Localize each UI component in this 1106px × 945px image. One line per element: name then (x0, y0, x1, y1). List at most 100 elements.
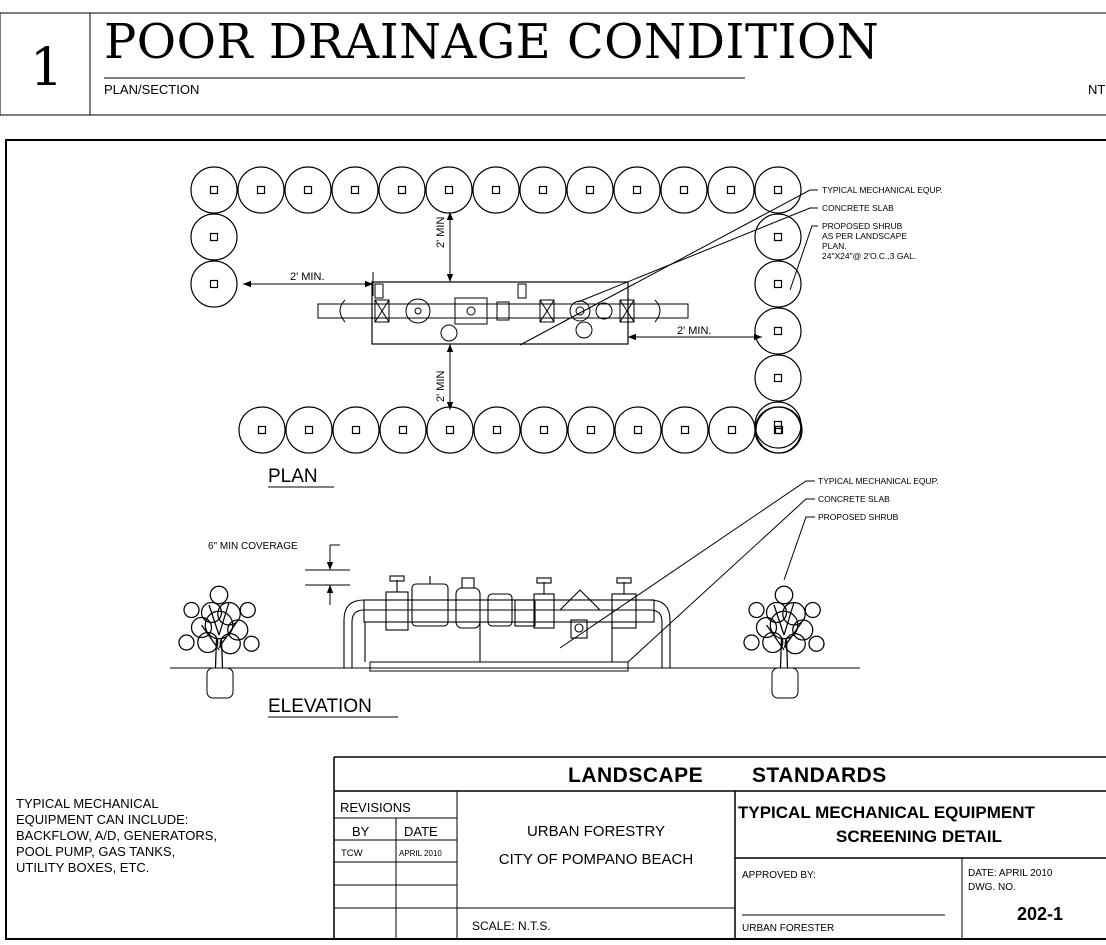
plan-shrub (567, 406, 615, 454)
plan-shrub-center (257, 425, 267, 435)
approved-by-label: APPROVED BY: (742, 870, 816, 881)
elevation-callout-shrub: PROPOSED SHRUB (818, 512, 899, 522)
plan-shrub (472, 166, 520, 214)
notes-line-5: UTILITY BOXES, ETC. (16, 860, 149, 875)
plan-shrub-center (585, 185, 595, 195)
plan-shrub-center (351, 425, 361, 435)
elevation-ground (170, 661, 860, 672)
plan-shrub (425, 166, 473, 214)
scale-value: SCALE: N.T.S. (472, 919, 551, 933)
plan-shrub-center (491, 185, 501, 195)
plan-shrub (754, 166, 802, 214)
title-block (333, 756, 1106, 939)
plan-shrub (190, 260, 238, 308)
detail-subtitle: PLAN/SECTION (104, 82, 200, 97)
plan-shrub (238, 406, 286, 454)
plan-shrub (237, 166, 285, 214)
plan-shrub-center (492, 425, 502, 435)
notes-line-2: EQUIPMENT CAN INCLUDE: (16, 812, 188, 827)
plan-shrub-center (538, 185, 548, 195)
plan-shrub-center (773, 326, 783, 336)
plan-shrub-center (444, 185, 454, 195)
plan-shrub-center (445, 425, 455, 435)
revision-date-value: APRIL 2010 (399, 849, 442, 858)
title-heading-right: STANDARDS (752, 764, 887, 787)
plan-shrub (708, 406, 756, 454)
detail-header: 1 POOR DRAINAGE CONDITION PLAN/SECTION N… (0, 0, 1106, 115)
plan-shrub-center (586, 425, 596, 435)
plan-shrub-center (679, 185, 689, 195)
plan-shrub (754, 213, 802, 261)
revisions-date-header: DATE (404, 824, 438, 839)
plan-shrub-center (727, 425, 737, 435)
notes-line-4: POOL PUMP, GAS TANKS, (16, 844, 175, 859)
plan-shrub-center (209, 232, 219, 242)
plan-shrub (754, 307, 802, 355)
elevation-coverage-note: 6" MIN COVERAGE (208, 541, 298, 552)
plan-shrub (614, 406, 662, 454)
plan-shrub-center (680, 425, 690, 435)
elevation-shrub-right (743, 585, 825, 699)
plan-shrub (331, 166, 379, 214)
drawing-title-line-2: SCREENING DETAIL (836, 827, 1002, 846)
plan-shrub-ring (190, 166, 803, 454)
plan-callout-shrub-3: PLAN. (822, 241, 847, 251)
drawing-date: DATE: APRIL 2010 (968, 868, 1053, 879)
plan-callout-shrub-2: AS PER LANDSCAPE (822, 231, 907, 241)
plan-shrub-center (539, 425, 549, 435)
plan-shrub (661, 406, 709, 454)
title-heading-left: LANDSCAPE (568, 764, 703, 787)
plan-shrub (285, 406, 333, 454)
plan-shrub (519, 166, 567, 214)
revisions-by-header: BY (352, 824, 370, 839)
department-name: URBAN FORESTRY (527, 823, 665, 840)
plan-shrub (379, 406, 427, 454)
plan-dim-right-label: 2' MIN. (677, 325, 712, 337)
plan-shrub-center (633, 425, 643, 435)
plan-shrub-center (209, 279, 219, 289)
plan-shrub-center (773, 185, 783, 195)
detail-title: POOR DRAINAGE CONDITION (104, 14, 880, 70)
plan-shrub-center (209, 185, 219, 195)
plan-shrub-center (773, 420, 783, 430)
plan-shrub (190, 166, 238, 214)
elevation-label: ELEVATION (268, 696, 372, 717)
plan-shrub-center (773, 279, 783, 289)
notes-line-1: TYPICAL MECHANICAL (16, 796, 159, 811)
plan-shrub-center (773, 373, 783, 383)
plan-dim-left-label: 2' MIN. (290, 271, 325, 283)
plan-callout-shrub-4: 24"X24"@ 2'O.C.,3 GAL. (822, 251, 916, 261)
elevation-dimensions (305, 480, 815, 663)
plan-shrub-center (773, 425, 783, 435)
drawing-number-label: DWG. NO. (968, 882, 1016, 893)
plan-shrub (613, 166, 661, 214)
city-name: CITY OF POMPANO BEACH (499, 851, 693, 868)
notes-line-3: BACKFLOW, A/D, GENERATORS, (16, 828, 217, 843)
plan-shrub (190, 213, 238, 261)
scale-note: NTS (1088, 82, 1106, 97)
plan-shrub (707, 166, 755, 214)
elevation-callout-equipment: TYPICAL MECHANICAL EQUP. (818, 476, 939, 486)
plan-dim-bottom-label: 2' MIN (435, 371, 447, 402)
plan-shrub-center (397, 185, 407, 195)
plan-callout-equipment: TYPICAL MECHANICAL EQUP. (822, 185, 943, 195)
plan-shrub-center (632, 185, 642, 195)
elevation-mechanical-equipment (343, 575, 671, 668)
plan-shrub-center (398, 425, 408, 435)
plan-shrub-center (726, 185, 736, 195)
plan-shrub (660, 166, 708, 214)
plan-shrub (566, 166, 614, 214)
plan-shrub (754, 401, 802, 449)
plan-shrub-center (773, 232, 783, 242)
plan-callout-slab: CONCRETE SLAB (822, 203, 894, 213)
detail-number: 1 (30, 38, 64, 98)
plan-shrub (754, 260, 802, 308)
plan-shrub-center (304, 425, 314, 435)
revision-by-value: TCW (341, 848, 363, 859)
plan-dim-top-label: 2' MIN (435, 217, 447, 248)
plan-label: PLAN (268, 466, 318, 487)
plan-shrub-center (350, 185, 360, 195)
plan-dimensions (243, 189, 818, 410)
plan-shrub (754, 354, 802, 402)
